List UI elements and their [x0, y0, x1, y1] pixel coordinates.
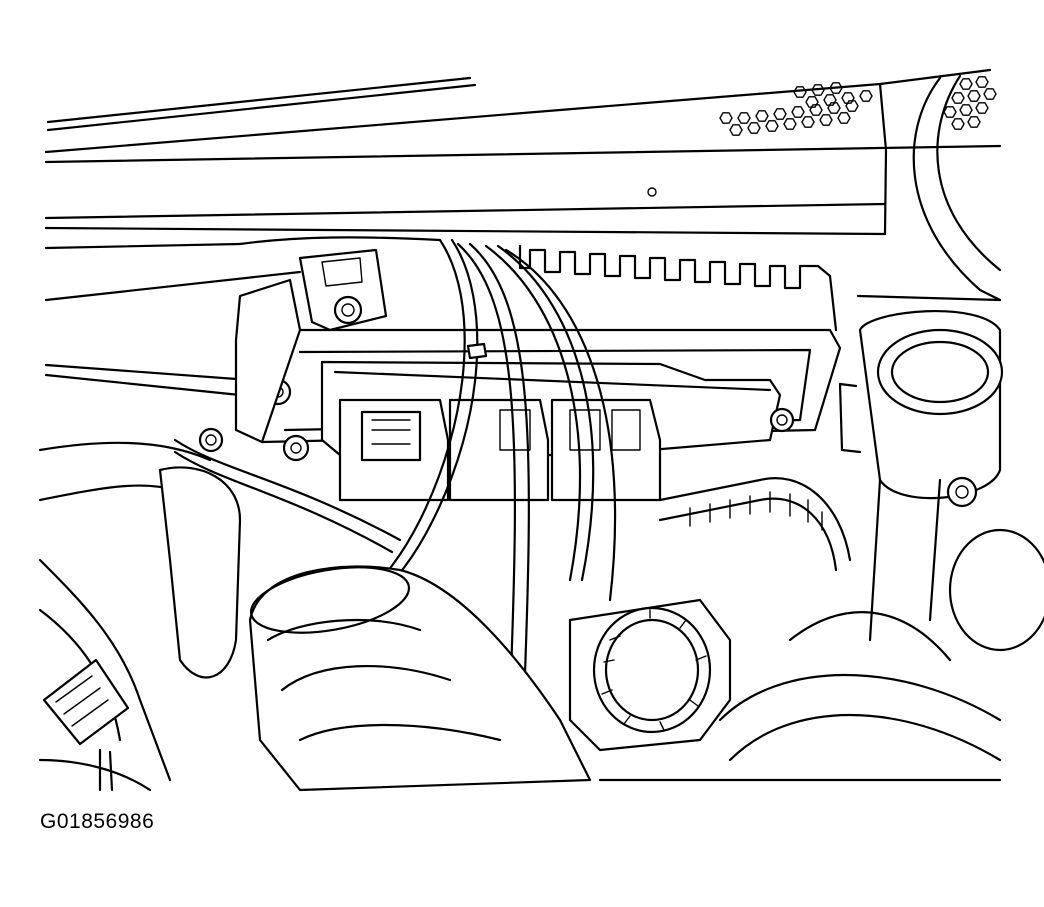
vent-hole — [951, 92, 965, 104]
vent-hole — [719, 112, 733, 124]
air-intake-duct — [248, 565, 592, 792]
vent-hole — [823, 94, 837, 106]
vent-hole — [951, 118, 965, 130]
vent-hole — [943, 106, 957, 118]
cowl-panel — [44, 68, 1002, 236]
vent-hole — [805, 96, 819, 108]
vent-hole — [959, 104, 973, 116]
vent-hole — [827, 102, 841, 114]
vent-hole — [791, 106, 805, 118]
vent-hole — [783, 118, 797, 130]
vent-hole — [967, 90, 981, 102]
vent-hole — [811, 84, 825, 96]
vent-hole — [819, 114, 833, 126]
mounting-bracket — [234, 248, 388, 444]
vent-hole — [837, 112, 851, 124]
vent-hole — [765, 120, 779, 132]
vent-hole — [737, 112, 751, 124]
wiring-harness — [38, 236, 852, 702]
left-components — [38, 466, 242, 792]
engine-control-module — [198, 244, 842, 502]
vent-hole — [773, 108, 787, 120]
vent-hole — [959, 78, 973, 90]
vent-hole — [801, 116, 815, 128]
vent-hole — [793, 86, 807, 98]
vent-hole — [841, 92, 855, 104]
right-hose-loop — [912, 74, 1002, 302]
vent-hole — [967, 116, 981, 128]
engine-bay-illustration — [38, 68, 1044, 792]
vent-hole — [975, 102, 989, 114]
reservoir — [838, 309, 1004, 642]
vent-hole — [859, 90, 873, 102]
vent-hole — [755, 110, 769, 122]
cowl-vent-holes — [719, 76, 997, 136]
lower-hoses — [598, 528, 1044, 782]
vent-hole — [983, 88, 997, 100]
vent-hole — [845, 100, 859, 112]
lower-cowl — [44, 242, 1002, 397]
vent-hole — [747, 122, 761, 134]
vent-hole — [975, 76, 989, 88]
vent-hole — [729, 124, 743, 136]
throttle-body — [568, 598, 732, 752]
figure-id: G01856986 — [40, 810, 155, 833]
vent-hole — [829, 82, 843, 94]
vent-hole — [809, 104, 823, 116]
